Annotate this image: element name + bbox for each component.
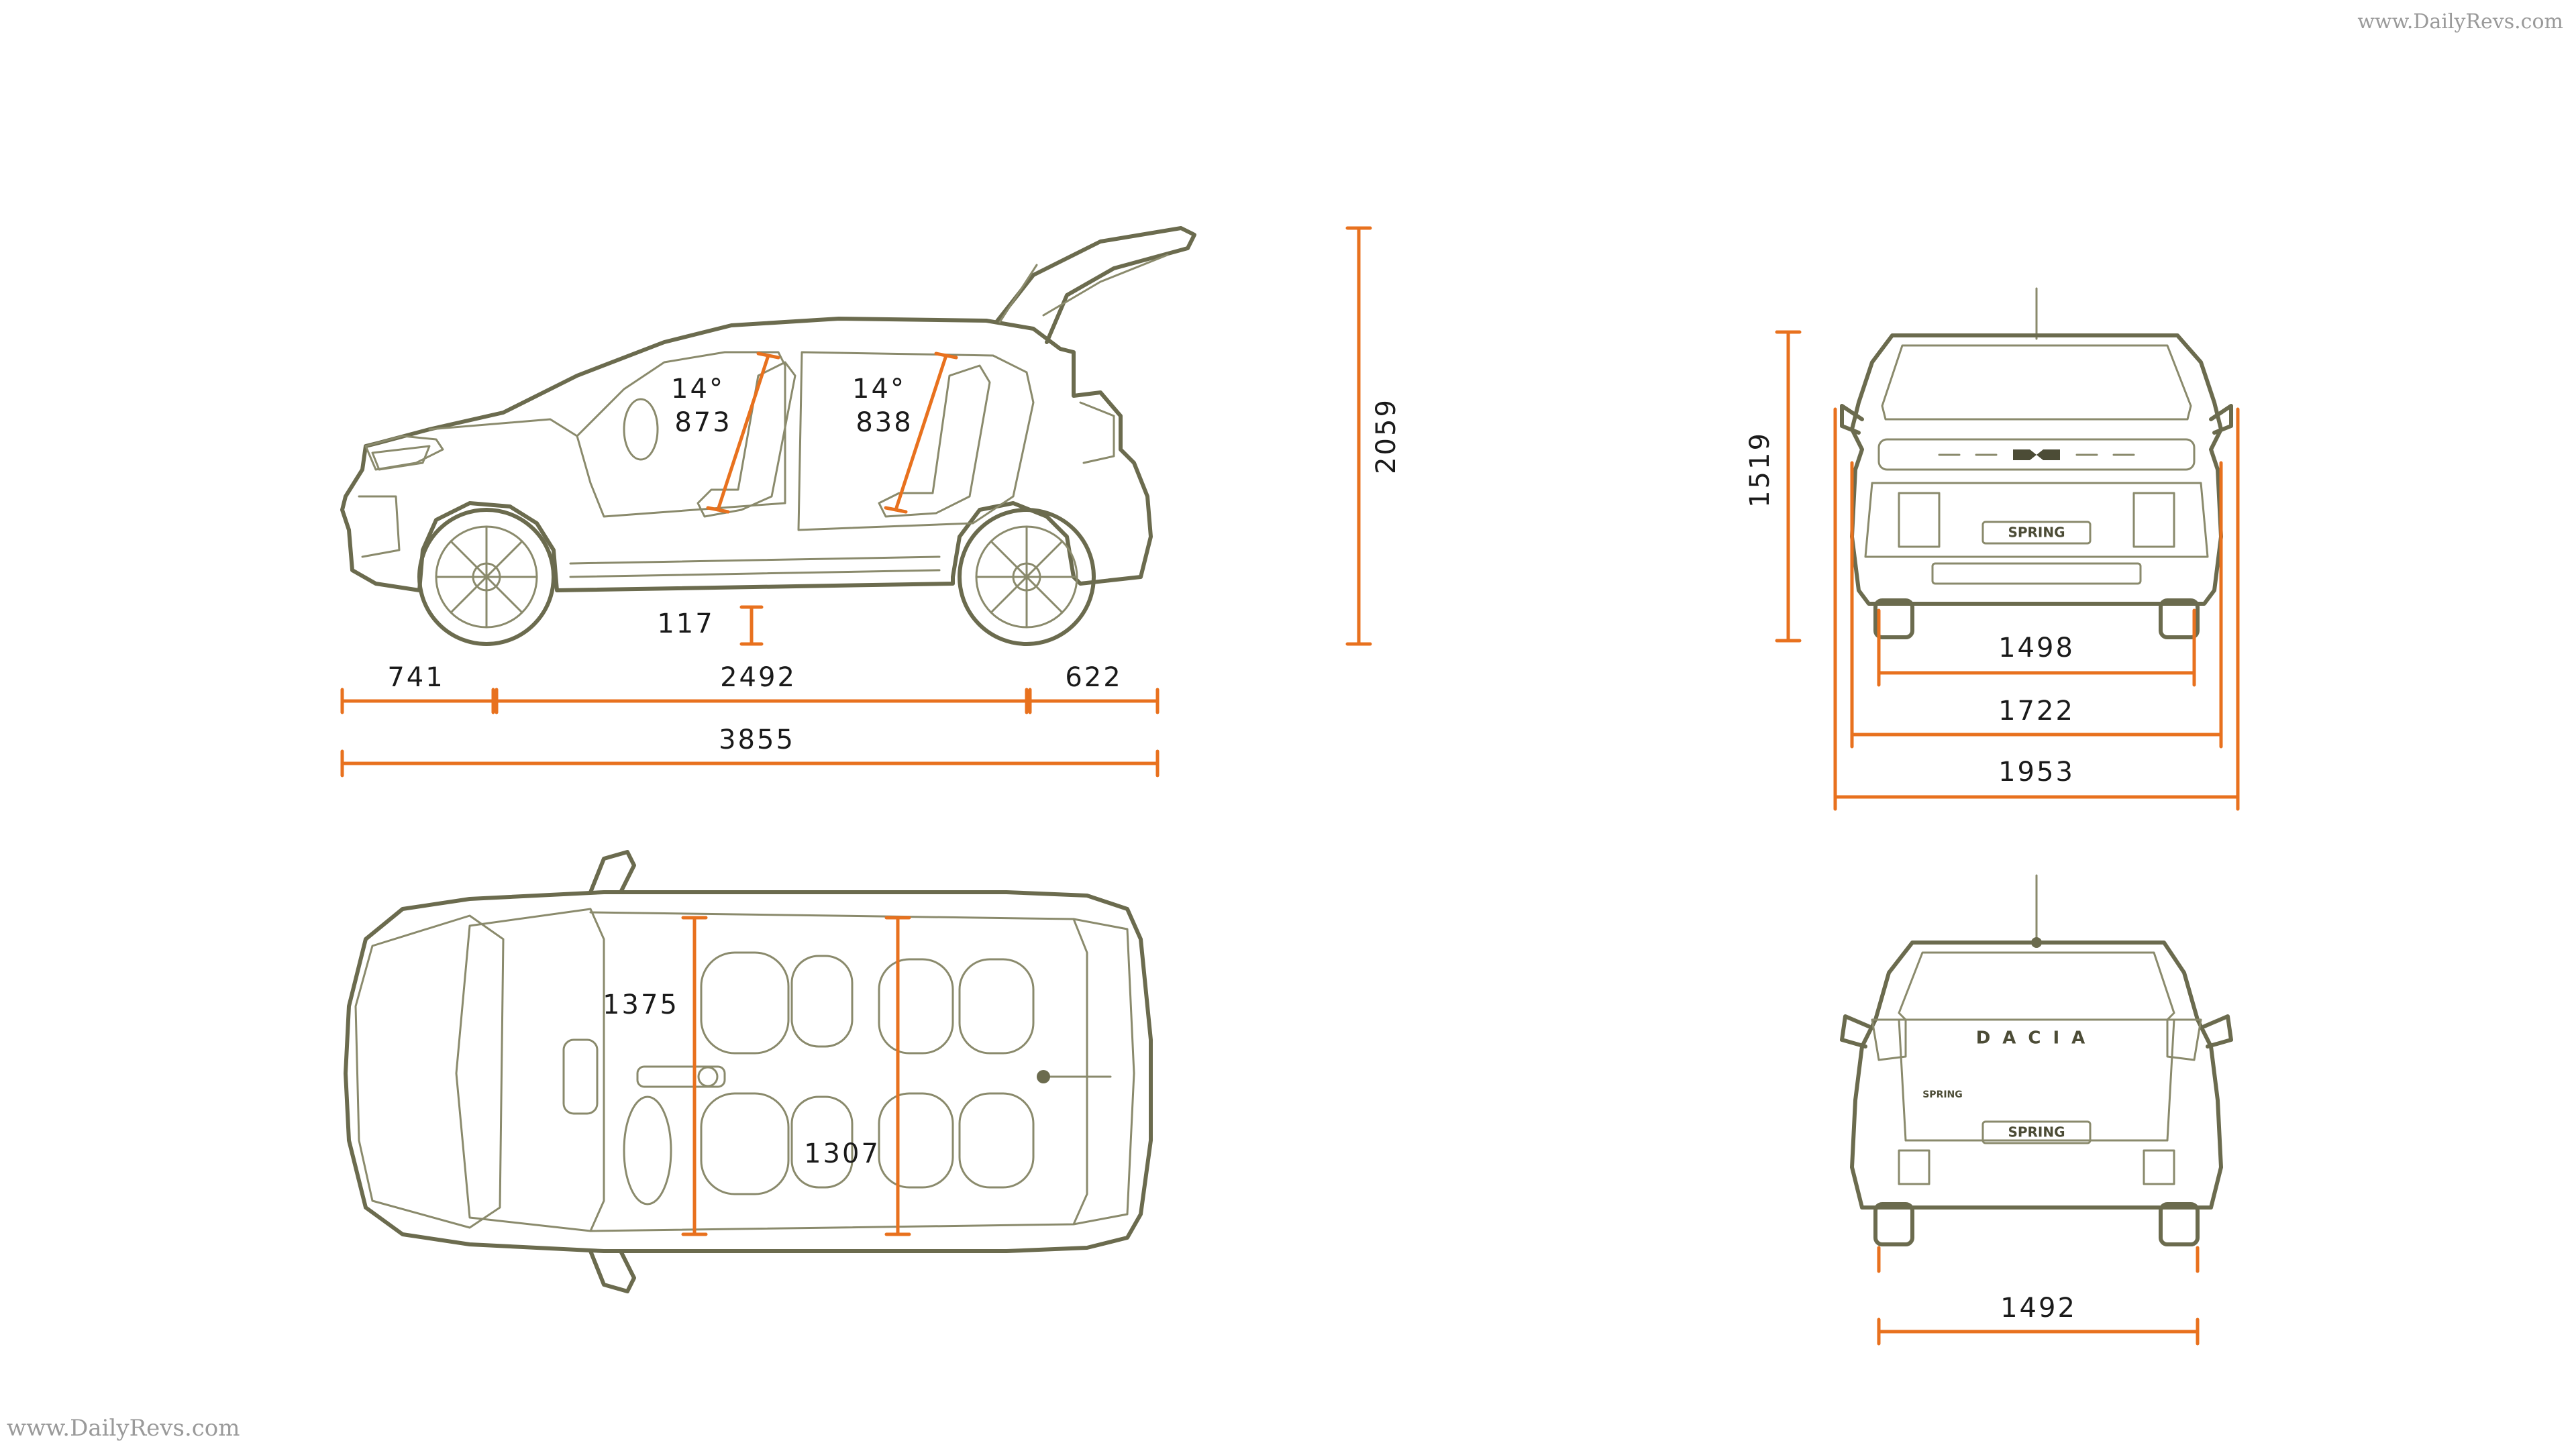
rear-elbow-width-label: 1307 [804, 1138, 880, 1169]
rear-seat-angle-label: 14° [852, 374, 906, 405]
front-track-label: 1498 [1998, 633, 2075, 663]
side-view-rear-wheel [958, 508, 1096, 646]
watermark-bottom-left: www.DailyRevs.com [7, 1415, 240, 1442]
front-overhang-label: 741 [387, 662, 444, 693]
rear-model-script: SPRING [1922, 1089, 1963, 1100]
front-height-label: 1519 [1745, 431, 1775, 508]
width-label: 1722 [1998, 696, 2075, 727]
rear-brand-lettering: DACIA [1976, 1028, 2098, 1049]
height-open-tailgate-label: 2059 [1371, 398, 1402, 474]
rear-view-car [1840, 874, 2233, 1246]
front-seat-length-label: 873 [674, 407, 731, 438]
front-seat-angle-label: 14° [671, 374, 725, 405]
rear-overhang-label: 622 [1065, 662, 1122, 693]
front-view-car [1840, 287, 2233, 639]
front-badge-text: SPRING [2008, 525, 2065, 541]
rear-view-dimensions [1877, 1246, 2200, 1346]
watermark-top-right: www.DailyRevs.com [2357, 10, 2563, 34]
side-view-front-wheel [417, 508, 556, 646]
ground-clearance-label: 117 [657, 608, 714, 639]
rear-seat-length-label: 838 [856, 407, 913, 438]
rear-badge-text: SPRING [2008, 1124, 2065, 1140]
top-view-car [344, 850, 1153, 1293]
front-elbow-width-label: 1375 [603, 989, 679, 1020]
side-view-dimensions [340, 226, 1372, 777]
overall-length-label: 3855 [719, 724, 795, 755]
front-view-dimensions [1775, 330, 2240, 811]
wheelbase-label: 2492 [720, 662, 796, 693]
side-view-car [340, 226, 1196, 592]
width-with-mirrors-label: 1953 [1998, 757, 2075, 788]
top-view-dimensions [681, 916, 911, 1236]
rear-track-label: 1492 [2000, 1293, 2077, 1324]
